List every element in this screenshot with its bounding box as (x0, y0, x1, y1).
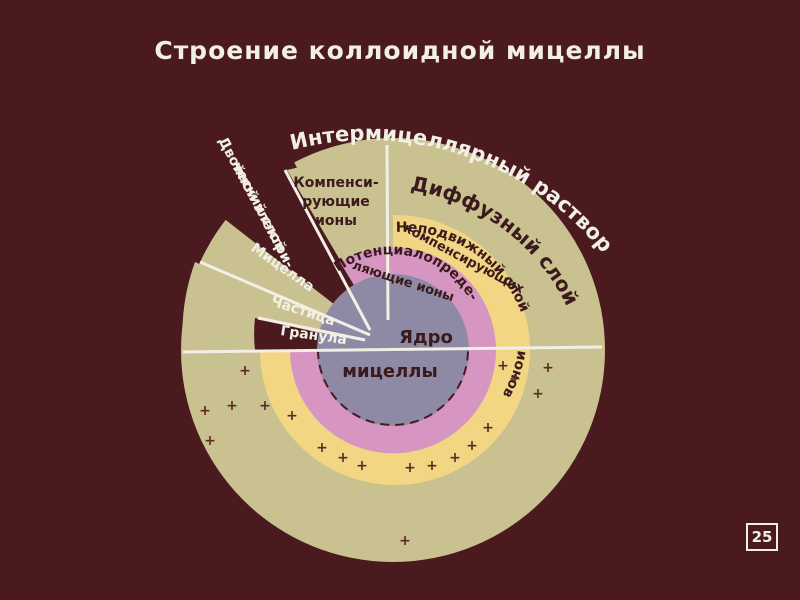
label-compensating-2: рующие (302, 194, 370, 210)
plus-sign: + (509, 371, 521, 387)
plus-sign: + (286, 408, 298, 424)
divider-particle (257, 316, 366, 342)
label-core-top: Ядро (399, 327, 453, 348)
label-core-bottom: мицеллы (342, 361, 438, 382)
divider-intermicellar (385, 144, 390, 321)
page-number: 25 (746, 523, 778, 551)
plus-sign: + (259, 398, 271, 414)
plus-sign: + (532, 386, 544, 402)
plus-sign: + (337, 450, 349, 466)
plus-sign: + (482, 420, 494, 436)
plus-sign: + (542, 360, 554, 376)
plus-sign: + (356, 458, 368, 474)
plus-sign: + (404, 460, 416, 476)
core-dashed-boundary (317, 349, 469, 426)
plus-signs: + + + + + + + + + + + + + + + + + + + (199, 358, 554, 549)
slide-title: Строение коллоидной мицеллы (154, 36, 646, 65)
plus-sign: + (226, 398, 238, 414)
label-compensating-3: ионы (315, 213, 357, 229)
plus-sign: + (497, 358, 509, 374)
divider-micelle (199, 260, 371, 337)
label-compensating-1: Компенси- (293, 175, 378, 191)
plus-sign: + (316, 440, 328, 456)
plus-sign: + (399, 533, 411, 549)
plus-sign: + (466, 438, 478, 454)
plus-sign: + (199, 403, 211, 419)
plus-sign: + (239, 363, 251, 379)
plus-sign: + (449, 450, 461, 466)
horizontal-divider (182, 345, 603, 354)
plus-sign: + (426, 458, 438, 474)
divider-double-layer (283, 169, 372, 331)
plus-sign: + (204, 433, 216, 449)
